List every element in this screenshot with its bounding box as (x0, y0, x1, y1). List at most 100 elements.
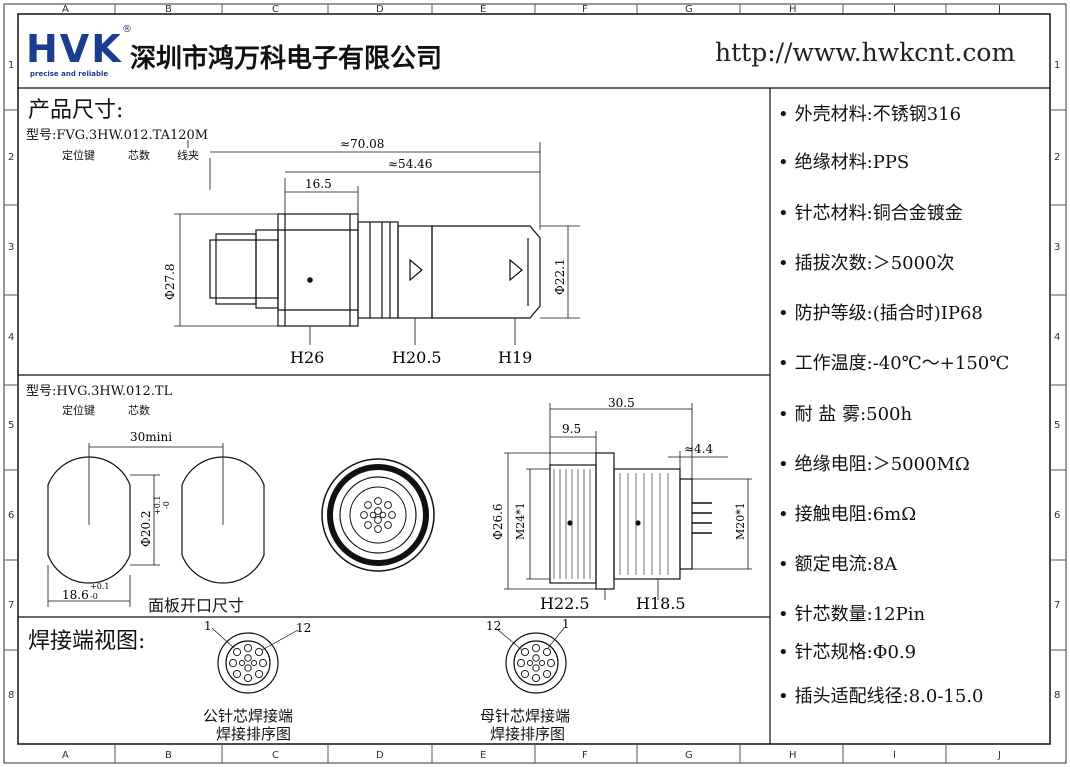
grid-col-c: C (272, 4, 279, 15)
socket-side-drawing: 30.5 9.5 ≈4.4 Φ26.6 M24*1 M20*1 H22.5 H1… (491, 396, 752, 613)
spec-salt-spray: 耐 盐 雾:500h (794, 404, 913, 425)
plug-note-key: 定位键 (62, 149, 95, 162)
female-caption-line2: 焊接排序图 (490, 725, 566, 743)
grid-col-d: D (376, 4, 384, 15)
grid-row-6: 6 (8, 510, 15, 521)
spec-item: •绝缘电阻:＞5000MΩ (778, 450, 970, 476)
male-caption-line1: 公针芯焊接端 (203, 707, 294, 725)
dim-socket-flange: 9.5 (562, 422, 581, 436)
bullet-icon: • (778, 253, 789, 274)
spec-insulation-resistance: 绝缘电阻:＞5000MΩ (794, 454, 970, 475)
dim-overall-length: ≈70.08 (340, 137, 384, 151)
dim-socket-length: 30.5 (608, 396, 635, 410)
grid-row-2: 2 (8, 152, 15, 163)
grid-row-1-right: 1 (1054, 60, 1061, 71)
grid-col-f: F (582, 4, 588, 15)
spec-item: •防护等级:(插合时)IP68 (778, 299, 983, 325)
spec-item: •工作温度:-40℃～+150℃ (778, 349, 1009, 375)
spec-mating-cycles: 插拔次数:＞5000次 (794, 253, 955, 274)
socket-note-cores: 芯数 (128, 404, 150, 417)
dim-panel-diameter-tol-lower: -0 (162, 501, 171, 509)
bullet-icon: • (778, 353, 789, 374)
grid-col-e: E (480, 4, 487, 15)
grid-col-b-bottom: B (165, 750, 172, 761)
socket-model-number: 型号:HVG.3HW.012.TL (26, 384, 173, 399)
dim-socket-hex-h18-5: H18.5 (636, 594, 686, 613)
grid-col-h-bottom: H (789, 750, 797, 761)
socket-note-key: 定位键 (62, 404, 95, 417)
dim-plug-diameter: Φ27.8 (163, 263, 177, 300)
spec-item: •外壳材料:不锈钢316 (778, 100, 961, 126)
grid-col-g-bottom: G (685, 750, 693, 761)
grid-row-5: 5 (8, 420, 15, 431)
dim-hex-h19: H19 (498, 348, 532, 365)
female-caption-line1: 母针芯焊接端 (480, 707, 571, 725)
dim-panel-spacing: 30mini (130, 430, 172, 444)
spec-pin-material: 针芯材料:铜合金镀金 (794, 203, 963, 224)
grid-row-1: 1 (8, 60, 15, 71)
grid-col-e-bottom: E (480, 750, 487, 761)
registered-mark: ® (122, 24, 132, 35)
dim-socket-tail: ≈4.4 (684, 442, 714, 456)
spec-contact-resistance: 接触电阻:6mΩ (794, 504, 917, 525)
grid-col-d-bottom: D (376, 750, 384, 761)
male-pin-label-1: 1 (204, 619, 212, 633)
company-name: 深圳市鸿万科电子有限公司 (130, 44, 443, 74)
spec-ip-rating: 防护等级:(插合时)IP68 (794, 303, 983, 324)
spec-item: •插拔次数:＞5000次 (778, 249, 955, 275)
grid-row-2-right: 2 (1054, 152, 1061, 163)
spec-item: •插头适配线径:8.0-15.0 (778, 682, 983, 708)
bullet-icon: • (778, 404, 789, 425)
spec-item: •耐 盐 雾:500h (778, 400, 912, 426)
grid-col-i: I (893, 4, 896, 15)
spec-insulation-material: 绝缘材料:PPS (794, 152, 910, 173)
grid-row-6-right: 6 (1054, 510, 1061, 521)
dim-panel-flat: 18.6 (62, 588, 89, 602)
grid-col-b: B (165, 4, 172, 15)
connector-front-view (321, 458, 435, 572)
bullet-icon: • (778, 604, 789, 625)
plug-model-number: 型号:FVG.3HW.012.TA120M (26, 128, 209, 143)
spec-housing-material: 外壳材料:不锈钢316 (794, 104, 962, 125)
bullet-icon: • (778, 642, 789, 663)
plug-drawing: ≈70.08 ≈54.46 16.5 Φ27.8 Φ22.1 H26 H20.5… (163, 137, 580, 365)
dim-panel-flat-tol-upper: +0.1 (90, 582, 109, 591)
bullet-icon: • (778, 554, 789, 575)
grid-col-a-bottom: A (62, 750, 69, 761)
spec-operating-temp: 工作温度:-40℃～+150℃ (794, 353, 1010, 374)
grid-row-7-right: 7 (1054, 600, 1061, 611)
grid-row-8: 8 (8, 690, 15, 701)
grid-row-4: 4 (8, 332, 15, 343)
spec-item: •绝缘材料:PPS (778, 148, 909, 174)
female-pin-label-1: 1 (562, 618, 570, 631)
spec-pin-count: 针芯数量:12Pin (794, 604, 926, 625)
male-solder-diagram: 1 12 (204, 619, 311, 694)
grid-row-8-right: 8 (1054, 690, 1061, 701)
spec-rated-current: 额定电流:8A (794, 554, 898, 575)
bullet-icon: • (778, 686, 789, 707)
dim-panel-diameter-tol-upper: +0.1 (153, 496, 162, 515)
grid-row-3-right: 3 (1054, 242, 1061, 253)
section-title-dimensions: 产品尺寸: (28, 98, 124, 123)
dim-rear-diameter: Φ22.1 (553, 258, 567, 295)
female-solder-diagram: 12 1 (486, 618, 570, 694)
dim-socket-hex-h22-5: H22.5 (540, 594, 590, 613)
spec-item: •接触电阻:6mΩ (778, 500, 916, 526)
grid-row-5-right: 5 (1054, 420, 1061, 431)
dim-nut-offset: 16.5 (305, 177, 332, 191)
dim-hex-h26: H26 (290, 348, 324, 365)
dim-socket-thread-m24: M24*1 (514, 502, 527, 540)
hvk-logo: HVK (26, 27, 123, 71)
plug-note-clamp: 线夹 (177, 149, 199, 162)
grid-col-j: J (998, 4, 1001, 15)
bullet-icon: • (778, 152, 789, 173)
spec-cable-range: 插头适配线径:8.0-15.0 (794, 686, 984, 707)
grid-row-3: 3 (8, 242, 15, 253)
company-url[interactable]: http://www.hwkcnt.com (715, 38, 1016, 67)
grid-col-c-bottom: C (272, 750, 279, 761)
plug-note-cores: 芯数 (128, 149, 150, 162)
grid-col-g: G (685, 4, 693, 15)
dim-socket-thread-m20: M20*1 (734, 502, 747, 540)
grid-col-f-bottom: F (582, 750, 588, 761)
grid-col-h: H (789, 4, 797, 15)
